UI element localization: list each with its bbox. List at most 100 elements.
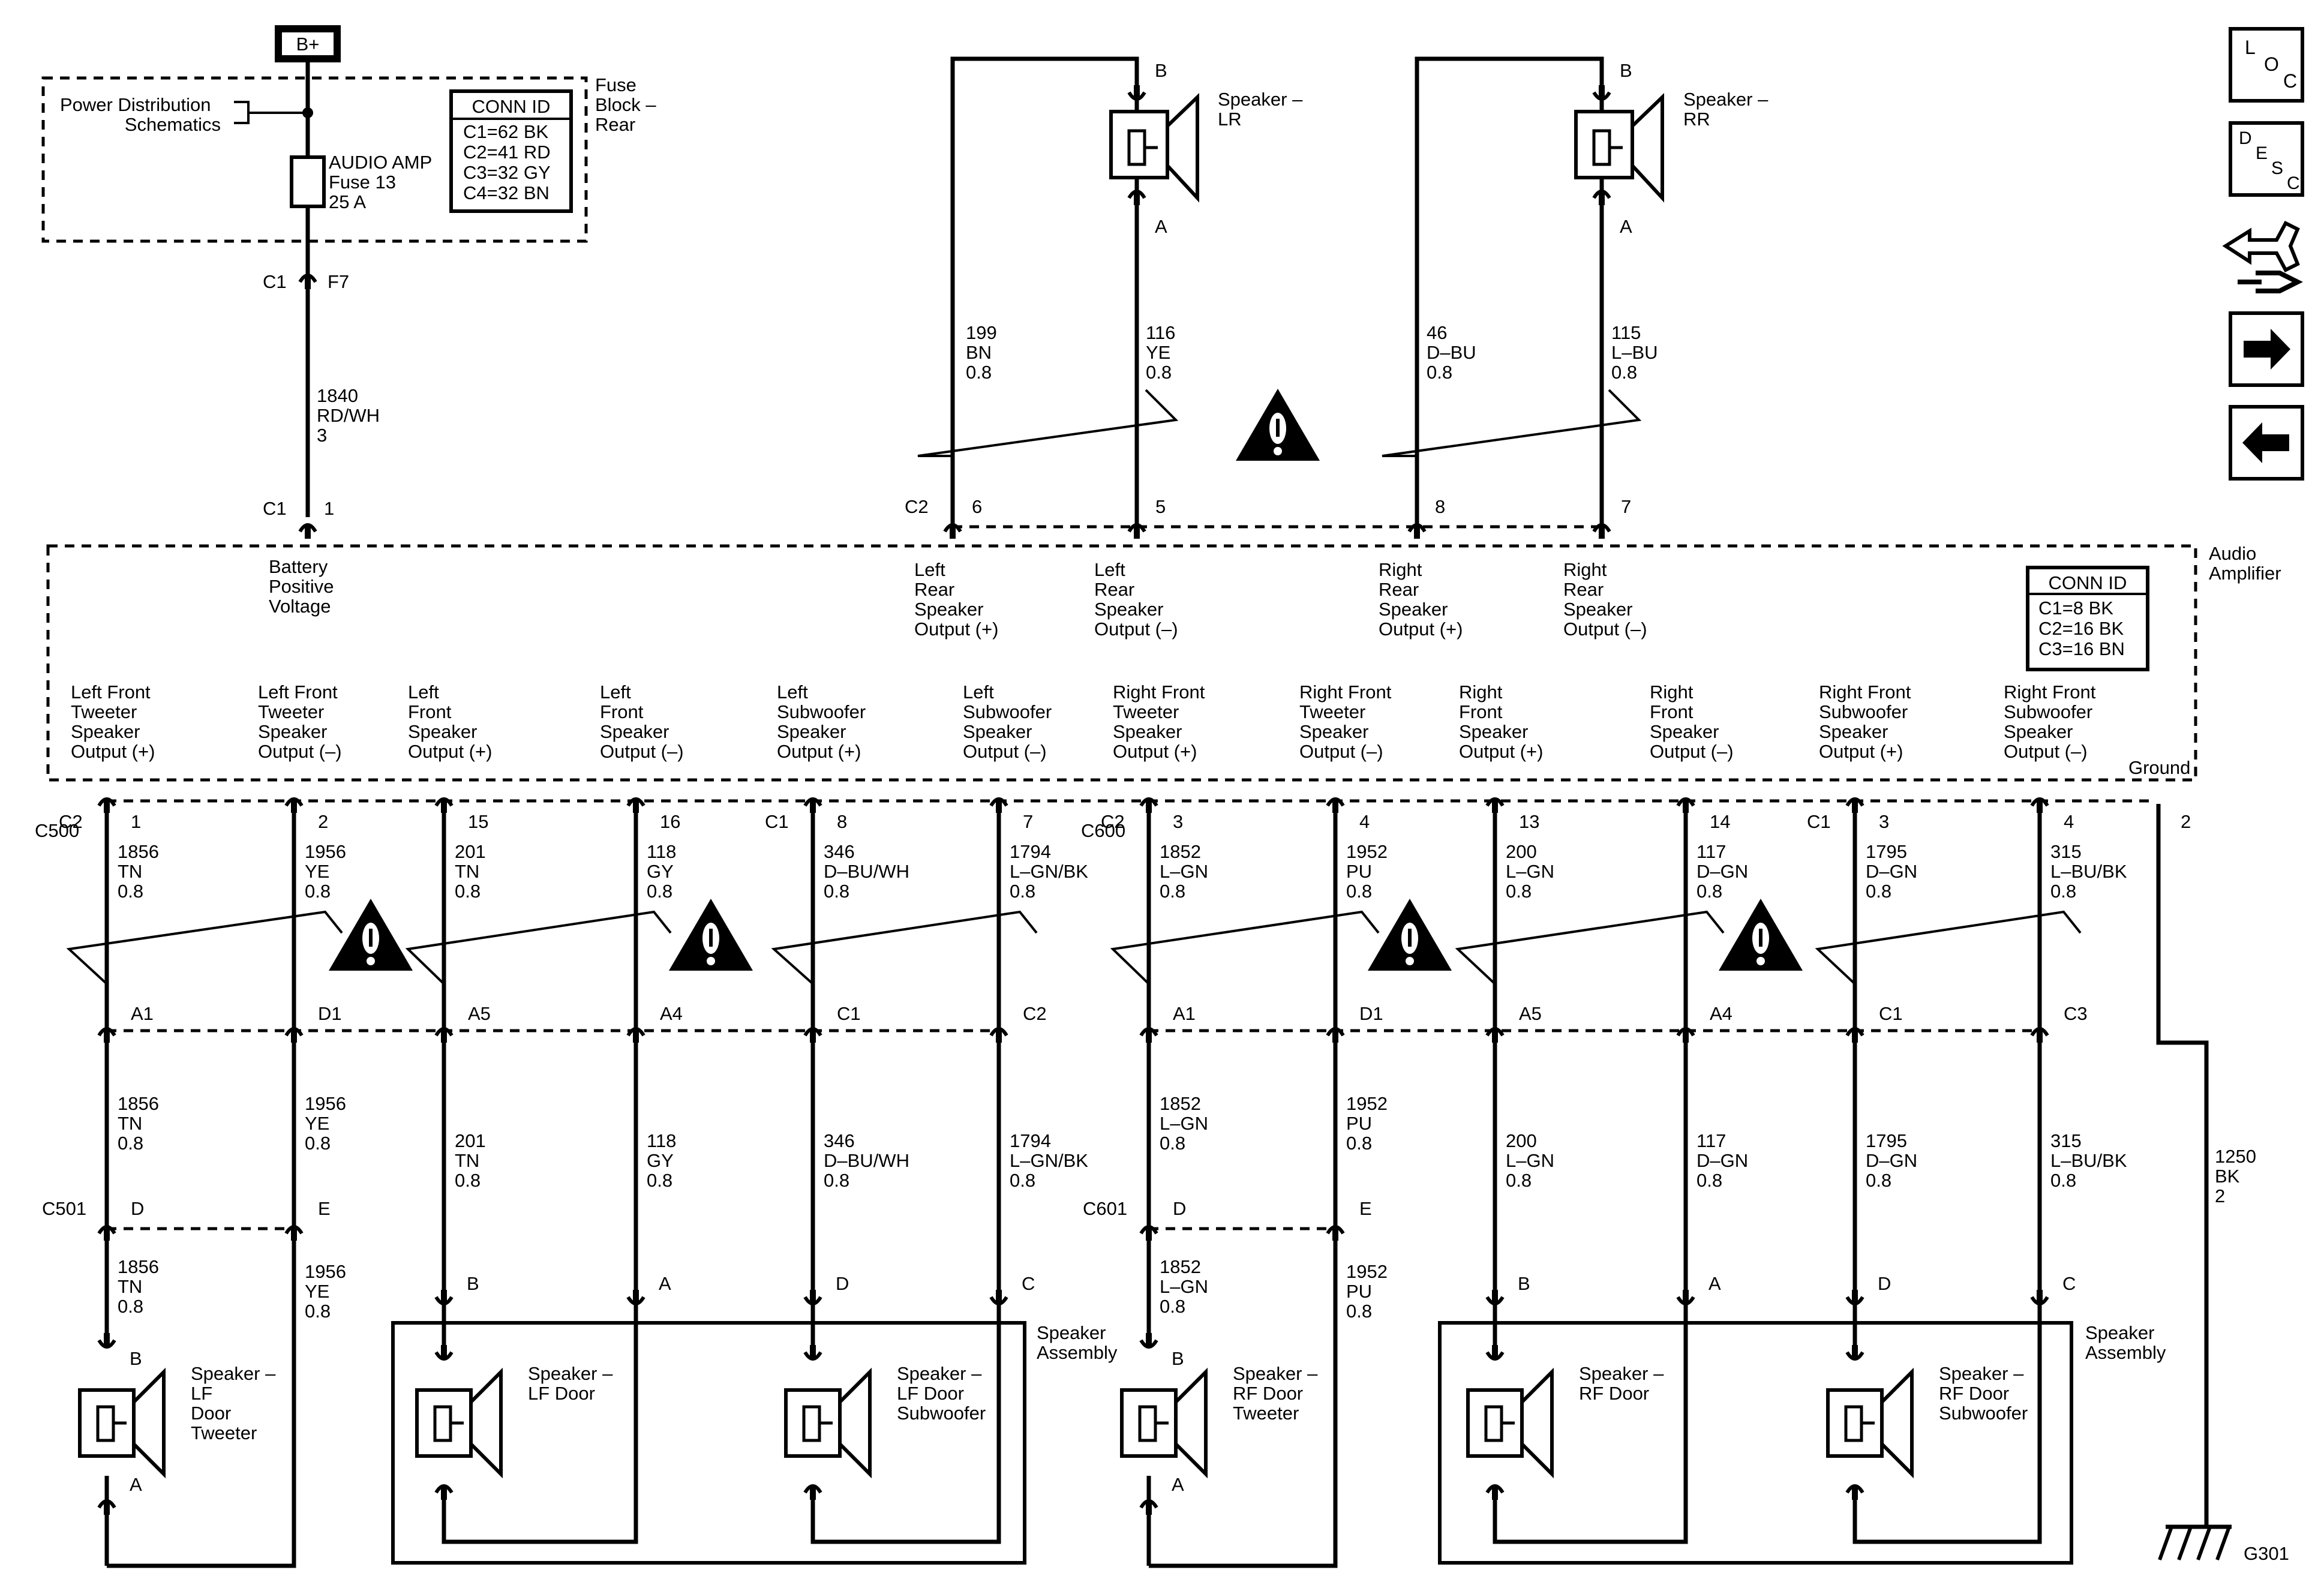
rear-wire-label: 115 L–BU 0.8 <box>1611 322 1658 383</box>
amp-pin-label: 15 <box>468 811 488 832</box>
svg-text:0.8: 0.8 <box>966 362 992 383</box>
speaker-pin: B <box>130 1348 142 1369</box>
front-output-label: Speaker <box>1650 721 1719 742</box>
rear-output-label: Right Rear Speaker Output (–) <box>1563 559 1647 640</box>
svg-text:Fuse 13: Fuse 13 <box>329 172 396 193</box>
caution-icon <box>1368 899 1452 971</box>
amp-conn-label: C1 <box>1807 811 1831 832</box>
rear-pin: 5 <box>1155 496 1166 517</box>
rear-wire-label: 116 YE 0.8 <box>1146 322 1175 383</box>
svg-text:1840: 1840 <box>317 385 358 406</box>
svg-text:Assembly: Assembly <box>2085 1342 2166 1363</box>
amp-pin-label: 1 <box>131 811 141 832</box>
svg-text:Power Distribution: Power Distribution <box>60 94 211 115</box>
wire-color-label: L–GN/BK <box>1010 1150 1088 1171</box>
speaker-cone-icon <box>469 1367 503 1479</box>
rear-output-label: Left Rear Speaker Output (–) <box>1094 559 1178 640</box>
front-output-label: Output (–) <box>600 741 684 762</box>
svg-text:C2=16 BK: C2=16 BK <box>2038 618 2124 639</box>
wire-color-label: L–GN <box>1506 861 1554 882</box>
terminal-icon <box>1592 523 1611 539</box>
front-output-label: Speaker <box>258 721 327 742</box>
front-output-label: Right Front <box>2004 682 2096 703</box>
tweeter-label: Tweeter <box>1233 1403 1299 1424</box>
terminal-icon <box>1485 1345 1505 1361</box>
terminal-icon <box>1845 1345 1864 1361</box>
svg-text:0.8: 0.8 <box>1611 362 1637 383</box>
front-output-label: Subwoofer <box>777 701 866 722</box>
wire-circuit-label: 1956 <box>305 1093 346 1114</box>
terminal-icon <box>803 1345 822 1361</box>
rear-output-label: Left Rear Speaker Output (+) <box>914 559 998 640</box>
svg-text:C4=32 BN: C4=32 BN <box>463 182 550 203</box>
rear-conn-label: C2 <box>905 496 929 517</box>
amp-pin-label: 14 <box>1710 811 1730 832</box>
svg-text:Rear: Rear <box>1379 579 1419 600</box>
speaker-rr <box>1574 92 1664 203</box>
front-output-label: Speaker <box>600 721 669 742</box>
previous-page-arrow-button[interactable] <box>2229 405 2304 481</box>
wire-size-label: 0.8 <box>118 1296 143 1317</box>
front-output-label: Output (+) <box>777 741 861 762</box>
wire-size-label: 0.8 <box>305 1301 331 1322</box>
speaker-lf-door-subwoofer <box>784 1367 872 1479</box>
svg-text:Speaker: Speaker <box>1379 599 1448 620</box>
tweeter-label: Door <box>191 1403 231 1424</box>
front-output-label: Speaker <box>1299 721 1368 742</box>
svg-text:Output (–): Output (–) <box>1563 619 1647 640</box>
wire-size-label: 0.8 <box>1697 1170 1722 1191</box>
wire-color-label: L–GN/BK <box>1010 861 1088 882</box>
assembly-pin: A <box>659 1273 671 1294</box>
wire-size-label: 0.8 <box>1866 881 1891 902</box>
battery-positive-voltage-label: Battery Positive Voltage <box>269 556 334 617</box>
svg-text:Voltage: Voltage <box>269 596 331 617</box>
wire-size-label: 0.8 <box>1346 881 1372 902</box>
wire-color-label: L–BU/BK <box>2050 861 2127 882</box>
wire-circuit-label: 118 <box>647 841 676 862</box>
door-conn-pin: E <box>318 1198 331 1219</box>
front-output-label: Speaker <box>777 721 846 742</box>
wire-color-label: L–GN <box>1160 861 1208 882</box>
terminal-icon <box>1485 1290 1505 1305</box>
front-output-label: Output (+) <box>1819 741 1903 762</box>
svg-text:O: O <box>2264 53 2279 75</box>
inline-pin-label: C1 <box>1879 1003 1903 1024</box>
wire-circuit-label: 201 <box>455 1130 486 1151</box>
c601-label: C601 <box>1083 1198 1127 1219</box>
description-view-button[interactable]: D E S C <box>2229 121 2304 197</box>
wire-color-label: L–BU/BK <box>2050 1150 2127 1171</box>
fuse-label: AUDIO AMP Fuse 13 25 A <box>329 152 432 212</box>
inline-pin-label: D1 <box>318 1003 342 1024</box>
lf-speaker-assembly-box <box>391 1321 1026 1565</box>
terminal-icon <box>97 797 116 813</box>
wire-circuit-label: 200 <box>1506 841 1537 862</box>
wire-size-label: 0.8 <box>455 1170 481 1191</box>
front-output-label: Tweeter <box>1113 701 1179 722</box>
wire-circuit-label: 1856 <box>118 1093 159 1114</box>
terminal-icon <box>1127 523 1146 539</box>
terminal-icon <box>1845 1484 1864 1500</box>
next-page-arrow-button[interactable] <box>2229 311 2304 387</box>
svg-text:D: D <box>2239 128 2252 148</box>
tweeter-label: Speaker – <box>1233 1363 1318 1384</box>
location-view-button[interactable]: L O C <box>2229 27 2304 103</box>
svg-text:Battery: Battery <box>269 556 328 577</box>
assembly-speaker-label: Subwoofer <box>897 1403 986 1424</box>
wire-color-label: L–GN <box>1160 1113 1208 1134</box>
svg-text:1250: 1250 <box>2215 1146 2256 1167</box>
front-output-label: Output (+) <box>408 741 492 762</box>
power-distribution-reference[interactable]: Power Distribution Schematics <box>60 94 221 135</box>
svg-text:BN: BN <box>966 342 992 363</box>
svg-text:Left: Left <box>1094 559 1125 580</box>
door-conn-pin: E <box>1359 1198 1372 1219</box>
inline-pin-label: C3 <box>2064 1003 2088 1024</box>
inline-pin-label: C1 <box>837 1003 861 1024</box>
inline-pin-label: C2 <box>1023 1003 1047 1024</box>
connector-end-view-icon[interactable] <box>2222 221 2303 293</box>
amp-conn-label: C1 <box>765 811 789 832</box>
amp-battery-conn: C1 <box>263 498 287 519</box>
wire-size-label: 0.8 <box>1697 881 1722 902</box>
svg-text:Rear: Rear <box>1094 579 1134 600</box>
terminal-icon <box>284 1225 304 1241</box>
front-output-label: Tweeter <box>1299 701 1365 722</box>
